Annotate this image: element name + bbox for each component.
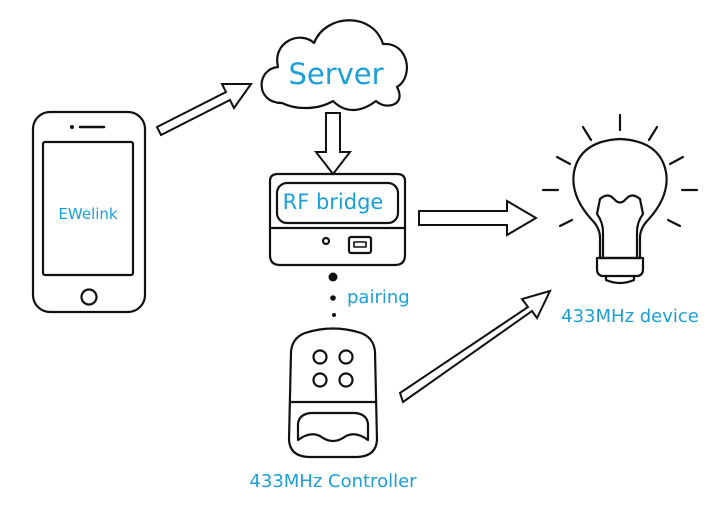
device-label: 433MHz device <box>561 306 699 327</box>
light-bulb-icon <box>541 113 699 285</box>
pairing-dots <box>328 272 338 317</box>
pairing-label: pairing <box>347 287 410 308</box>
arrow-controller-to-bulb <box>398 289 552 404</box>
controller-label: 433MHz Controller <box>249 471 417 492</box>
arrow-bridge-to-bulb <box>418 199 538 237</box>
phone-app-label: EWelink <box>58 205 118 223</box>
remote-controller <box>287 327 379 459</box>
rf-bridge-device <box>268 172 407 267</box>
arrow-phone-to-server <box>155 83 253 137</box>
cloud-icon <box>260 19 408 112</box>
smartphone <box>31 110 147 314</box>
server-label: Server <box>288 57 383 91</box>
arrow-server-to-bridge <box>313 112 353 176</box>
rf-bridge-label: RF bridge <box>283 190 384 214</box>
